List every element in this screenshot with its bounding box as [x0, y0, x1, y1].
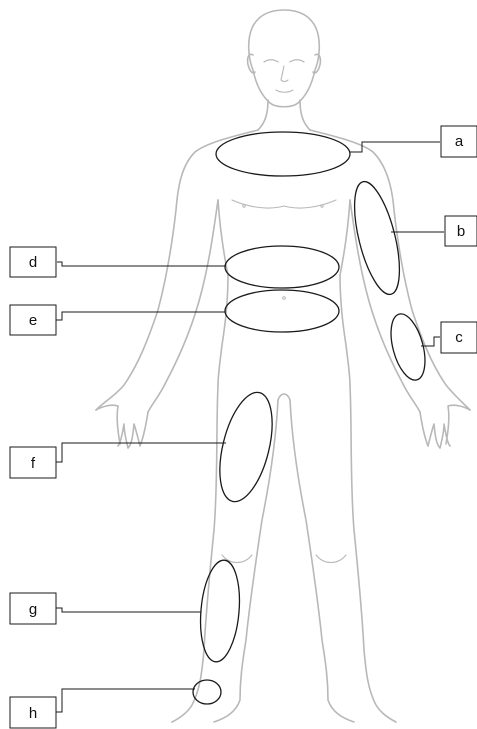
leader-f: [56, 443, 226, 462]
leader-h: [56, 689, 195, 712]
chest-line: [232, 200, 336, 208]
right-leg-outer: [350, 385, 396, 722]
human-figure-outline: [96, 10, 470, 722]
right-arm-outer: [310, 130, 470, 410]
region-a-ellipse[interactable]: [216, 132, 350, 176]
leader-e: [56, 312, 225, 320]
eyes: [264, 60, 304, 62]
label-e: e: [29, 312, 37, 329]
label-d: d: [29, 254, 37, 271]
navel: [283, 297, 286, 300]
left-arm-outer: [96, 130, 258, 410]
label-boxes: [10, 126, 477, 728]
leader-g: [56, 608, 201, 612]
mouth: [276, 90, 293, 92]
torso-right: [340, 200, 350, 385]
leader-lines: [56, 142, 444, 712]
region-d-ellipse[interactable]: [225, 246, 339, 288]
nose: [281, 66, 288, 82]
leader-d: [57, 262, 226, 266]
left-leg-inner: [214, 400, 278, 722]
neck-left: [258, 100, 268, 130]
neck-right: [300, 100, 310, 130]
label-g: g: [29, 601, 37, 618]
left-leg-outer: [172, 385, 218, 722]
label-b: b: [457, 223, 465, 240]
right-hand: [420, 405, 470, 448]
torso-left: [218, 200, 228, 385]
label-c: c: [455, 329, 463, 346]
right-knee: [316, 555, 346, 563]
region-c-ellipse[interactable]: [385, 310, 432, 383]
region-e-ellipse[interactable]: [225, 290, 339, 332]
label-a: a: [455, 133, 464, 150]
left-nipple: [243, 205, 245, 207]
region-f-ellipse[interactable]: [210, 387, 282, 507]
label-h: h: [29, 705, 37, 722]
right-nipple: [321, 205, 323, 207]
region-g-ellipse[interactable]: [197, 559, 244, 664]
left-knee: [222, 555, 252, 563]
crotch: [278, 394, 290, 400]
right-leg-inner: [290, 400, 354, 722]
left-hand: [96, 405, 148, 448]
